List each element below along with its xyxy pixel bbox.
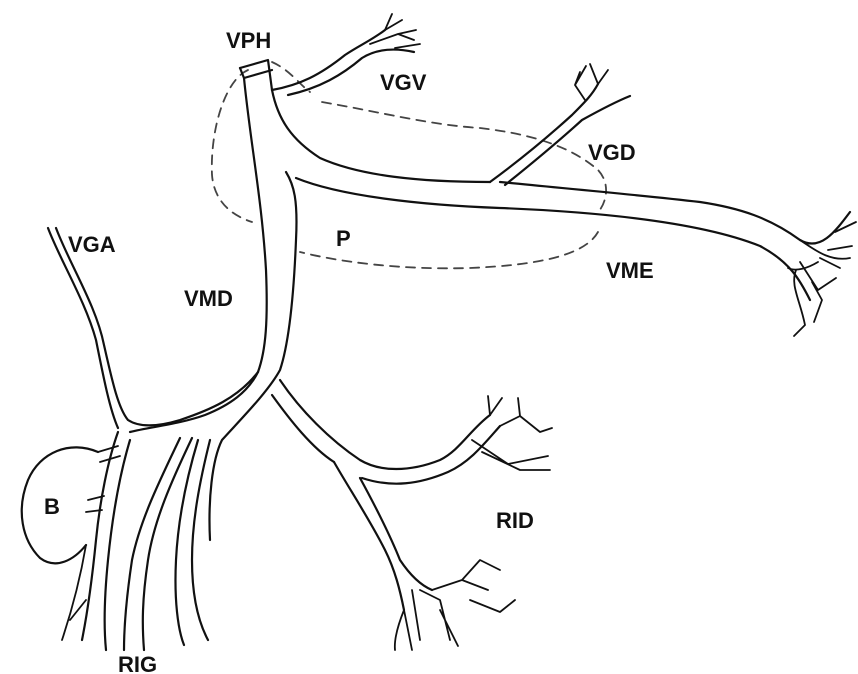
- vessel-vme: [296, 178, 856, 336]
- label-vme: VME: [606, 258, 654, 283]
- label-vga: VGA: [68, 232, 116, 257]
- vessel-vgd: [490, 64, 630, 185]
- label-vph: VPH: [226, 28, 271, 53]
- vessel-vga: [48, 228, 258, 428]
- label-p: P: [336, 226, 351, 251]
- label-vmd: VMD: [184, 286, 233, 311]
- label-rid: RID: [496, 508, 534, 533]
- label-vgv: VGV: [380, 70, 427, 95]
- vessel-rig: [62, 432, 210, 650]
- label-rig: RIG: [118, 652, 157, 674]
- label-b: B: [44, 494, 60, 519]
- organ-b: [22, 446, 120, 563]
- label-vgd: VGD: [588, 140, 636, 165]
